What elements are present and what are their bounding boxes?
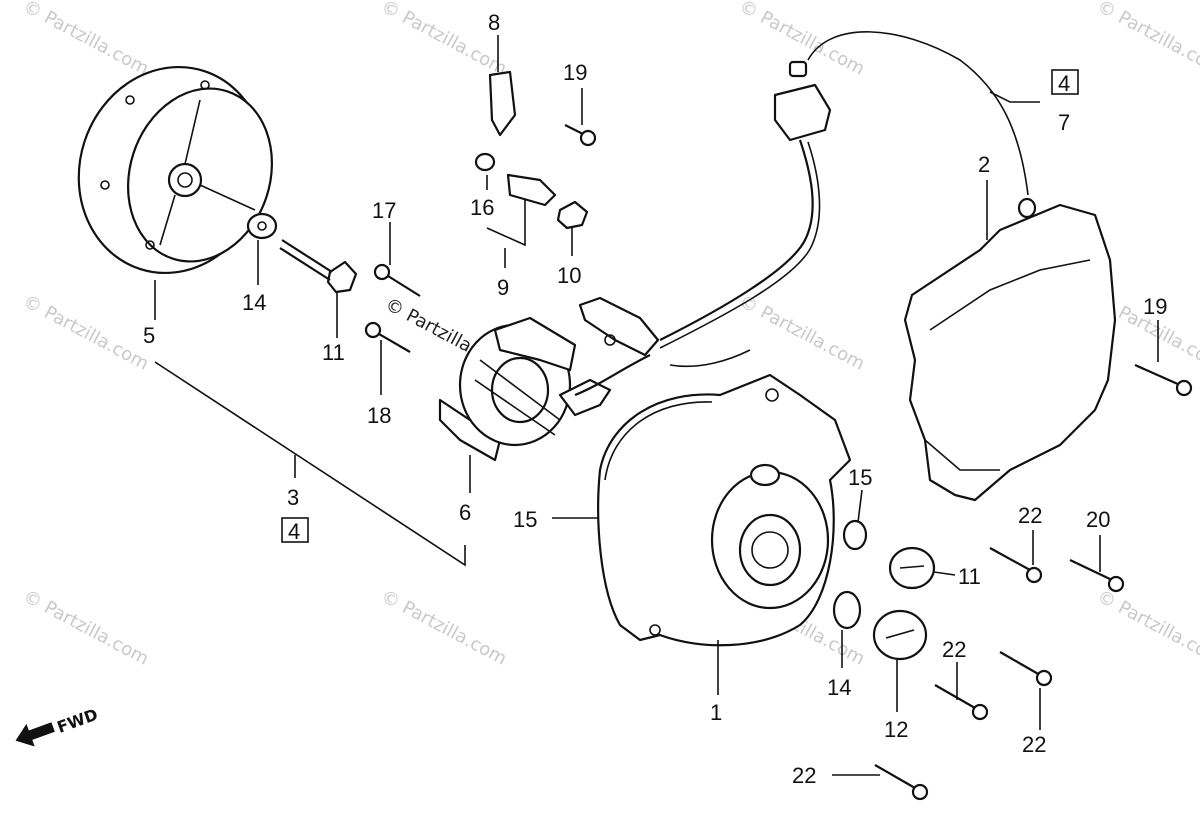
wire-terminal: [1017, 197, 1037, 219]
stator-bolt: [373, 263, 421, 297]
callout-label: 22: [792, 763, 816, 788]
callout-label: 16: [470, 195, 494, 220]
watermark: © Partzilla.com: [20, 291, 153, 375]
ref-box: 4: [1051, 69, 1079, 96]
crankshaft-hole-cap: [872, 609, 928, 661]
neutral-switch: [506, 173, 557, 207]
fwd-label: FWD: [54, 705, 100, 737]
watermark: © Partzilla.com: [378, 586, 511, 670]
ground-wire: [669, 349, 751, 368]
callout-label: 17: [372, 198, 396, 223]
stator-wire: [574, 354, 651, 397]
callout-label: 8: [488, 10, 500, 35]
callout-label: 4: [288, 519, 300, 544]
flywheel-bolt: [279, 239, 358, 294]
callout-label: 12: [884, 717, 908, 742]
callout-label: 3: [287, 485, 299, 510]
callout-label: 19: [563, 60, 587, 85]
callout-label: 6: [459, 500, 471, 525]
ref-box: 4: [281, 517, 309, 544]
callout-label: 14: [827, 675, 851, 700]
leader-lines: [154, 35, 1159, 776]
callout-label: 19: [1143, 294, 1167, 319]
watermark: © Partzilla.com: [20, 586, 153, 670]
callout-label: 15: [848, 465, 872, 490]
o-ring: [474, 152, 496, 172]
sprocket-cover: [903, 203, 1117, 502]
o-ring: [832, 590, 862, 630]
o-ring: [842, 519, 868, 551]
callout-label: 1: [710, 700, 722, 725]
cover-bolt: [1134, 363, 1193, 397]
callout-label: 14: [242, 290, 266, 315]
callout-label: 22: [1022, 732, 1046, 757]
stator: [438, 316, 612, 462]
callout-label: 20: [1086, 507, 1110, 532]
pulse-generator: [578, 296, 660, 357]
callout-label: 5: [143, 323, 155, 348]
wire-harness: [659, 139, 814, 341]
flywheel-rotor: [77, 65, 274, 275]
callout-label: 2: [978, 152, 990, 177]
neutral-switch-wire: [807, 31, 1029, 196]
timing-hole-cap: [888, 546, 936, 590]
callout-label: 9: [497, 275, 509, 300]
watermark: © Partzilla.com: [1094, 586, 1200, 670]
nut: [556, 200, 589, 230]
callout-label: 22: [942, 637, 966, 662]
cover-bolt: [999, 651, 1053, 687]
screw: [564, 124, 597, 147]
callout-label: 15: [513, 507, 537, 532]
callout-label: 11: [958, 564, 981, 589]
cover-bolt: [989, 547, 1043, 584]
cover-bolt: [934, 684, 989, 721]
callout-label: 4: [1058, 71, 1070, 96]
stator-bolt: [364, 321, 411, 353]
watermark: © Partzilla.com: [1094, 0, 1200, 80]
wire-clamp: [488, 70, 517, 137]
callout-label: 11: [322, 340, 345, 365]
callout-label: 22: [1018, 503, 1042, 528]
crankcase-cover: [597, 373, 852, 647]
watermark: © Partzilla.com: [20, 0, 153, 80]
callout-label: 18: [367, 403, 391, 428]
forward-arrow: FWD: [15, 705, 100, 747]
connector: [773, 60, 832, 142]
callout-label: 10: [557, 263, 581, 288]
washer: [246, 212, 278, 240]
cover-bolt: [874, 764, 929, 801]
watermark: © Partzilla.com: [736, 291, 869, 375]
callout-label: 7: [1058, 110, 1070, 135]
watermark-center: © Partzilla: [382, 294, 476, 357]
cover-bolt: [1069, 559, 1125, 593]
